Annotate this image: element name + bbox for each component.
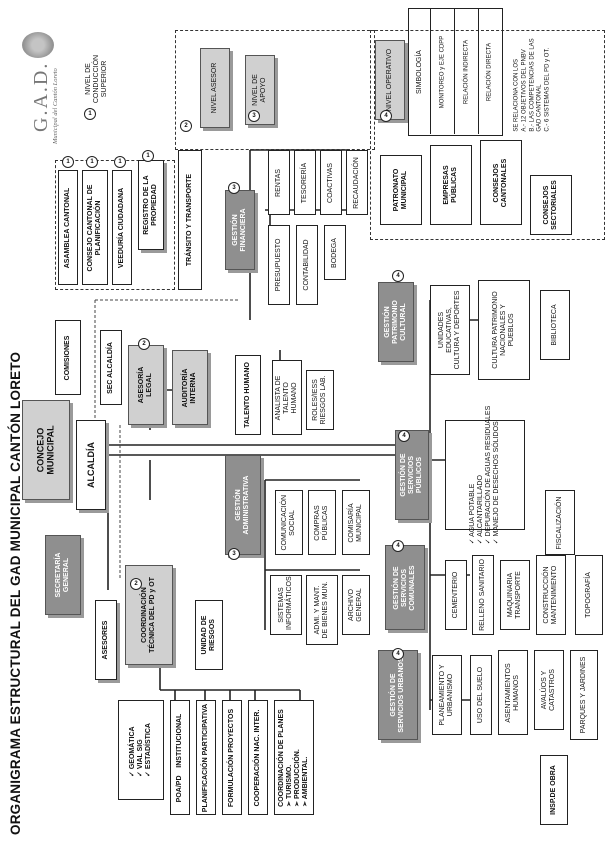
notes: SE RELACIONA CON LOS A.- 12 OBJETIVOS DE…	[508, 20, 558, 150]
gestion-financiera: GESTIÓN FINANCIERA	[225, 190, 255, 270]
number-badge: 1	[142, 150, 154, 162]
level-asesor: NIVEL ASESOR	[200, 48, 230, 128]
gad-logo: G.A.D. Municipal del Cantón Loreto	[8, 32, 68, 152]
planificacion-participativa: PLANIFICACIÓN PARTICIPATIVA	[196, 700, 216, 815]
registro-propiedad: REGISTRO DE LA PROPIEDAD	[138, 160, 164, 250]
asesoria-legal: ASESORÍA LEGAL	[128, 345, 164, 425]
inspeccion-obra: INSP.DE OBRA	[540, 755, 568, 825]
patronato-municipal: PATRONATO MUNICIPAL	[380, 155, 422, 225]
fiscalizacion: FISCALIZACIÓN	[545, 490, 575, 555]
transito-transporte: TRÁNSITO Y TRANSPORTE	[178, 150, 202, 290]
archivo-general: ARCHIVO GENERAL	[342, 575, 370, 635]
number-badge: 4	[392, 540, 404, 552]
number-badge: 2	[180, 120, 192, 132]
maquinaria-transporte: MAQUINARIA TRANSPORTE	[500, 560, 530, 630]
comunicacion-social: COMUNICACIÓN SOCIAL	[275, 490, 303, 555]
cooperacion-nac-inter: COOPERACIÓN NAC. INTER.	[248, 700, 268, 815]
concejo-municipal: CONCEJO MUNICIPAL	[22, 400, 70, 500]
topografia: TOPOGRAFÍA	[575, 555, 603, 635]
tesoreria: TESORERÍA	[294, 150, 316, 215]
sec-alcaldia: SEC ALCALDÍA	[100, 330, 122, 405]
rentas: RENTAS	[268, 150, 290, 215]
number-badge: 1	[62, 156, 74, 168]
legend-item-monitoreo: MONITOREO y EJE CDPP	[439, 35, 446, 108]
unidad-riesgos: UNIDAD DE RIESGOS	[195, 600, 223, 670]
analista-talento-humano: ANALISTA DE TALENTO HUMANO	[272, 360, 302, 435]
level-operativo: NIVEL OPERATIVO	[375, 40, 405, 120]
veeduria-ciudadana: VEEDURÍA CIUDADANA	[112, 170, 132, 285]
number-badge: 2	[138, 338, 150, 350]
asesores: ASESORES	[95, 600, 117, 680]
legend-item-directa: RELACIÓN DIRECTA	[486, 42, 493, 101]
number-badge: 1	[84, 108, 96, 120]
asentamientos-humanos: ASENTAMIENTOS HUMANOS	[498, 650, 528, 735]
number-badge: 4	[380, 110, 392, 122]
avaluos-catastros: AVALÚOS Y CATASTROS	[534, 650, 564, 730]
recaudacion: RECAUDACIÓN	[346, 150, 368, 215]
consejos-sectoriales: CONSEJOS SECTORIALES	[530, 175, 572, 235]
roles-iess: ROLES/IESS RIESGOS LAB.	[306, 370, 334, 430]
number-badge: 1	[114, 156, 126, 168]
uso-del-suelo: USO DEL SUELO	[470, 655, 492, 735]
parques-jardines: PARQUES Y JARDINES	[570, 650, 598, 740]
admin-bienes: ADMI. Y MANT. DE BIENES MUN.	[306, 575, 338, 645]
geomatica-list: ✓ GEOMÁTICA ✓ VIAL SIG ✓ ESTADÍSTICA	[118, 700, 164, 800]
number-badge: 2	[130, 578, 142, 590]
contabilidad: CONTABILIDAD	[296, 225, 318, 305]
gestion-administrativa: GESTIÓN ADMINISTRATIVA	[225, 455, 261, 555]
seal-icon	[22, 32, 54, 58]
number-badge: 3	[228, 182, 240, 194]
operativo-group	[370, 30, 605, 240]
empresas-publicas: EMPRESAS PÚBLICAS	[430, 145, 472, 225]
planeamiento-urbanismo: PLANEAMIENTO Y URBANISMO	[432, 655, 462, 735]
cultura-patrimonio: CULTURA PATRIMONIO NACIONALES Y PUEBLOS	[478, 280, 530, 380]
talento-humano: TALENTO HUMANO	[235, 355, 261, 435]
level-superior-label: NIVEL DE CONDUCCIÓN SUPERIOR	[84, 52, 109, 104]
level-superior: 1 NIVEL DE CONDUCCIÓN SUPERIOR	[62, 40, 132, 120]
comisiones: COMISIONES	[55, 320, 81, 395]
comisaria-municipal: COMISARÍA MUNICIPAL	[342, 490, 370, 555]
number-badge: 4	[398, 430, 410, 442]
biblioteca: BIBLIOTECA	[540, 290, 570, 360]
gestion-servicios-comunales: GESTIÓN DE SERVICIOS COMUNALES	[385, 545, 425, 630]
alcaldia: ALCALDÍA	[76, 420, 106, 510]
asamblea-cantonal: ASAMBLEA CANTONAL	[58, 170, 78, 285]
gestion-servicios-urbanos: GESTIÓN DE SERVICIOS URBANOS	[378, 650, 418, 740]
formulacion-proyectos: FORMULACIÓN PROYECTOS	[222, 700, 242, 815]
number-badge: 4	[392, 648, 404, 660]
logo-acronym: G.A.D.	[30, 61, 52, 132]
auditoria-interna: AUDITORÍA INTERNA	[172, 350, 208, 425]
notes-text: SE RELACIONA CON LOS A.- 12 OBJETIVOS DE…	[513, 38, 551, 132]
number-badge: 1	[86, 156, 98, 168]
coordinacion-planes: COORDINACIÓN DE PLANES ➢ TURISMO. ➢ PROD…	[274, 700, 314, 815]
asesor-group	[175, 30, 375, 150]
consejo-cantonal-planificacion: CONSEJO CANTONAL DE PLANIFICACIÓN	[82, 170, 108, 285]
poa-institucional: POA/PD INSTITUCIONAL	[170, 700, 190, 815]
number-badge: 3	[228, 548, 240, 560]
number-badge: 3	[248, 110, 260, 122]
coactivas: COACTIVAS	[320, 150, 342, 215]
gestion-patrimonio-cultural: GESTIÓN PATRIMONIO CULTURAL	[378, 282, 414, 362]
consejos-cantonales: CONSEJOS CANTONALES	[480, 140, 522, 225]
secretaria-general: SECRETARÍA GENERAL	[45, 535, 81, 615]
logo-subtitle: Municipal del Cantón Loreto	[52, 68, 59, 144]
construccion-mantenimiento: CONSTRUCCIÓN MANTENIMIENTO	[536, 555, 566, 635]
servicios-publicos-list: ✓ AGUA POTABLE ✓ ALCANTARILLADO ✓ DEPURA…	[445, 406, 525, 544]
legend: SIMBOLOGÍA MONITOREO y EJE CDPP RELACIÓN…	[408, 8, 503, 136]
cementerio: CEMENTERIO	[445, 560, 467, 630]
number-badge: 4	[392, 270, 404, 282]
relleno-sanitario: RELLENO SANITARIO	[472, 555, 494, 635]
unidades-educativas: UNIDADES EDUCATIVAS, CULTURA Y DEPORTES	[430, 285, 470, 375]
compras-publicas: COMPRAS PÚBLICAS	[308, 490, 336, 555]
page-title: ORGANIGRAMA ESTRUCTURAL DEL GAD MUNICIPA…	[8, 351, 23, 835]
legend-title: SIMBOLOGÍA	[415, 49, 423, 94]
presupuesto: PRESUPUESTO	[268, 225, 290, 305]
bodega: BODEGA	[324, 225, 346, 280]
gestion-servicios-publicos: GESTIÓN DE SERVICIOS PÚBLICOS	[395, 430, 429, 520]
legend-item-indirecta: RELACIÓN INDIRECTA	[463, 39, 470, 104]
sistemas-informaticos: SISTEMAS INFORMÁTICOS	[270, 575, 302, 635]
